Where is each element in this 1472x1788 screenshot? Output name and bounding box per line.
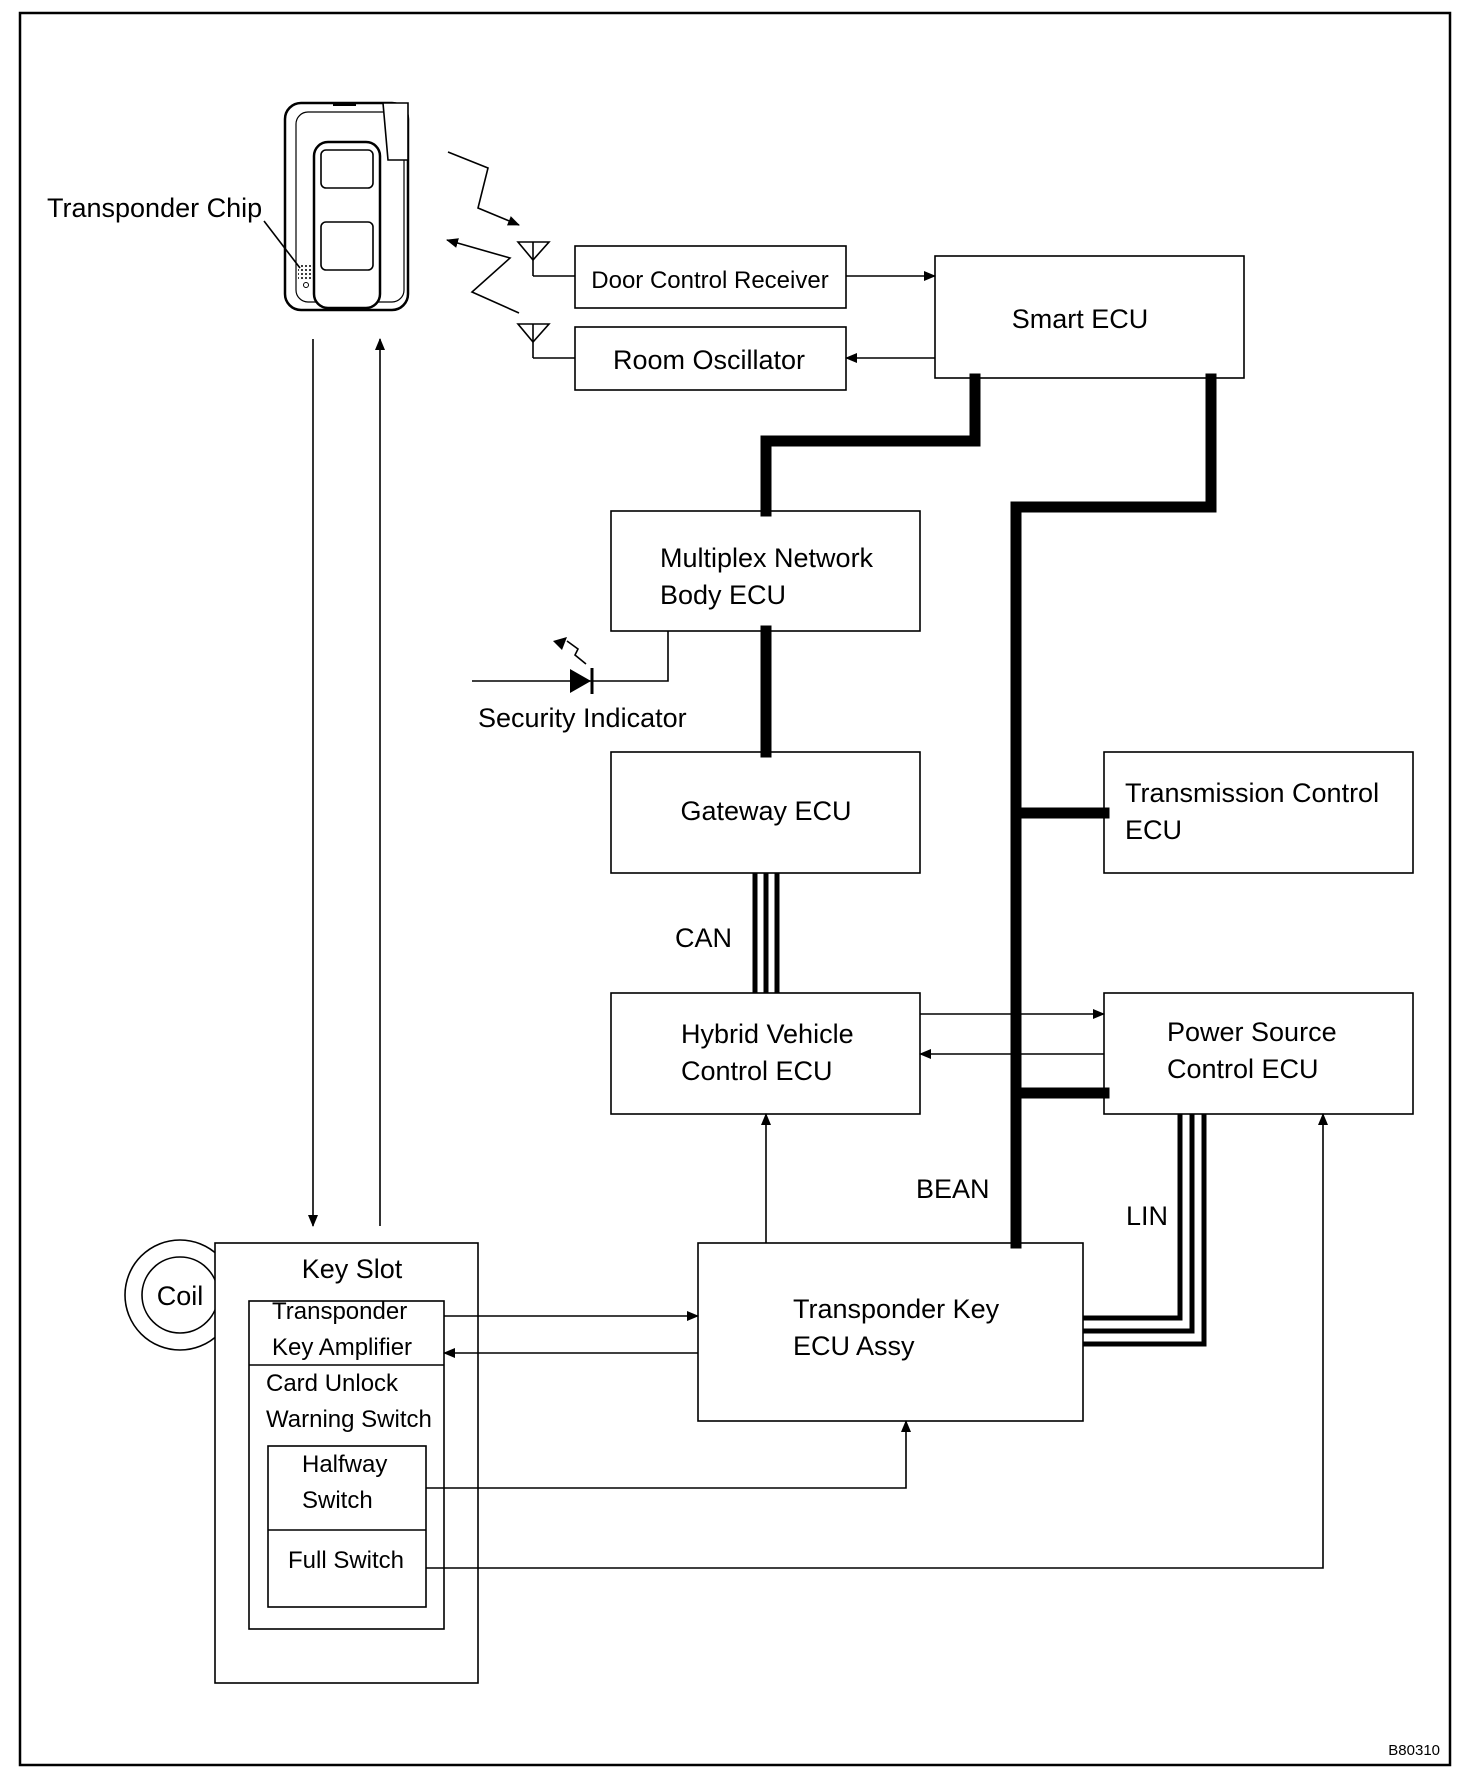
can-bus xyxy=(752,873,780,993)
coil-label: Coil xyxy=(157,1281,204,1311)
smart-ecu-box xyxy=(934,255,1245,379)
can-label: CAN xyxy=(675,923,732,953)
halfway-switch-label-line2: Switch xyxy=(302,1487,373,1514)
radio-wave-to-key xyxy=(446,238,520,314)
bus-smart-to-multiplex xyxy=(760,373,981,517)
oscillator-antenna xyxy=(516,323,575,359)
halfway-switch-label-line1: Halfway xyxy=(302,1451,387,1478)
smart-ecu-label: Smart ECU xyxy=(1012,304,1149,334)
radio-wave-to-receiver xyxy=(447,151,520,226)
multiplex-network-body-ecu-box xyxy=(610,510,921,632)
multiplex-label-line1: Multiplex Network xyxy=(660,543,874,573)
transponder-chip-marker xyxy=(298,265,312,279)
bean-bus xyxy=(1010,373,1217,1249)
transmission-label-line1: Transmission Control xyxy=(1125,778,1379,808)
security-indicator-led xyxy=(472,631,669,694)
security-indicator-label: Security Indicator xyxy=(478,703,687,733)
transponder-chip-label: Transponder Chip xyxy=(47,193,262,223)
hybrid-vehicle-control-ecu-box xyxy=(610,992,921,1115)
gateway-ecu-label: Gateway ECU xyxy=(680,796,851,826)
amplifier-label-line2: Key Amplifier xyxy=(272,1334,412,1361)
transponder-key-ecu-label-line2: ECU Assy xyxy=(793,1331,915,1361)
full-switch-to-power-source xyxy=(426,1113,1328,1569)
switch-box xyxy=(267,1445,427,1608)
multiplex-label-line2: Body ECU xyxy=(660,580,786,610)
lin-label: LIN xyxy=(1126,1201,1168,1231)
power-label-line1: Power Source xyxy=(1167,1017,1337,1047)
transponder-key-ecu-assy-box xyxy=(697,1242,1084,1422)
door-control-receiver-label: Door Control Receiver xyxy=(591,267,828,294)
transmission-control-ecu-box xyxy=(1103,751,1414,874)
room-oscillator-box xyxy=(574,326,847,391)
power-label-line2: Control ECU xyxy=(1167,1054,1319,1084)
halfway-switch-to-tk-ecu xyxy=(426,1420,911,1489)
room-oscillator-label: Room Oscillator xyxy=(613,345,805,375)
card-unlock-label-line1: Card Unlock xyxy=(266,1370,399,1397)
smart-key-fob xyxy=(283,101,410,312)
hybrid-label-line1: Hybrid Vehicle xyxy=(681,1019,854,1049)
transmission-label-line2: ECU xyxy=(1125,815,1182,845)
hybrid-label-line2: Control ECU xyxy=(681,1056,833,1086)
transponder-chip-leader xyxy=(263,220,301,269)
transponder-key-ecu-label-line1: Transponder Key xyxy=(793,1294,1000,1324)
key-slot-label: Key Slot xyxy=(302,1254,403,1284)
receiver-antenna xyxy=(516,241,575,277)
card-unlock-label-line2: Warning Switch xyxy=(266,1406,432,1433)
amplifier-label-line1: Transponder xyxy=(272,1298,407,1325)
full-switch-label: Full Switch xyxy=(288,1547,404,1574)
bean-label: BEAN xyxy=(916,1174,990,1204)
door-control-receiver-box xyxy=(574,245,847,309)
power-source-control-ecu-box xyxy=(1103,992,1414,1115)
diagram-frame xyxy=(18,11,1452,1767)
lin-bus xyxy=(1083,1114,1207,1347)
figure-code: B80310 xyxy=(1388,1742,1440,1759)
